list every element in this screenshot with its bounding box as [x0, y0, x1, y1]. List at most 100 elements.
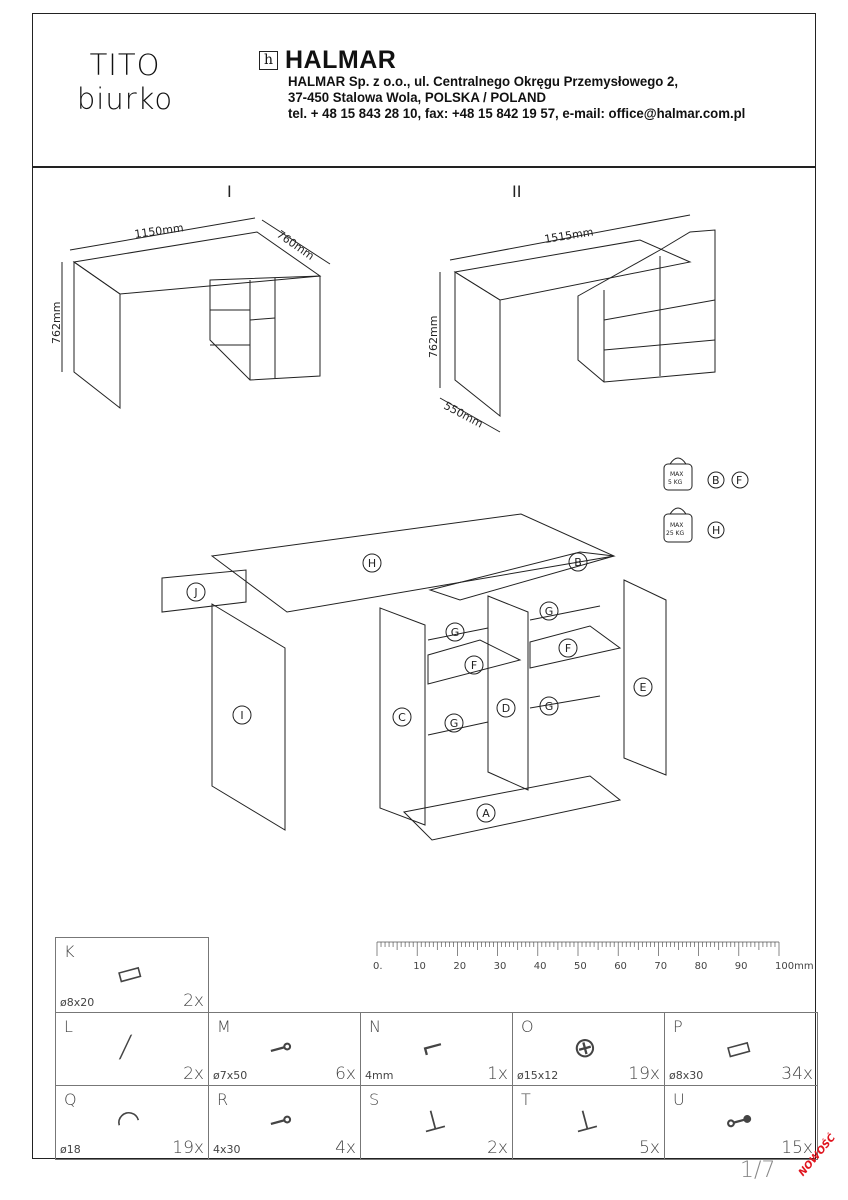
- ruler-label: 100mm: [775, 961, 814, 972]
- part-G-label: G: [545, 700, 554, 713]
- ruler-label: 50: [574, 961, 587, 972]
- hardware-letter: U: [673, 1090, 685, 1109]
- hardware-letter: O: [521, 1017, 534, 1036]
- ruler-label: 0.: [373, 961, 383, 972]
- hardware-quantity: 4x: [335, 1138, 356, 1158]
- svg-text:5 KG: 5 KG: [668, 479, 683, 486]
- exploded-view: [161, 513, 667, 841]
- variant-two-label: II: [512, 182, 521, 201]
- hardware-quantity: 1x: [487, 1064, 508, 1084]
- hardware-letter: N: [369, 1017, 381, 1036]
- hardware-quantity: 6x: [335, 1064, 356, 1084]
- brand-name: HALMAR: [285, 46, 397, 74]
- hardware-item-N: N ⌐ 4mm 1x: [360, 1012, 513, 1086]
- product-name: TITO: [89, 48, 161, 82]
- header-divider: [32, 166, 816, 168]
- ruler-label: 20: [453, 961, 466, 972]
- svg-text:25 KG: 25 KG: [666, 530, 684, 537]
- dimension-width: 1515mm: [543, 225, 594, 246]
- panel-E: [623, 579, 667, 776]
- hardware-item-L: L⟋2x: [55, 1012, 209, 1086]
- hex-key-icon: ⌐: [417, 1028, 449, 1067]
- cam-lock-icon: ⊕: [569, 1028, 601, 1067]
- part-label: B: [712, 474, 720, 487]
- halmar-logo: h HALMAR: [259, 46, 396, 75]
- dowel-icon: ▭: [112, 953, 147, 992]
- hardware-size: ø8x30: [669, 1069, 704, 1082]
- shelf-F: [529, 625, 622, 669]
- part-G-label: G: [450, 717, 459, 730]
- confirmat-screw-icon: ⊸: [265, 1028, 297, 1067]
- hardware-size: ø15x12: [517, 1069, 559, 1082]
- variant-one-label: I: [227, 182, 232, 201]
- hardware-letter: Q: [64, 1090, 77, 1109]
- ruler-label: 80: [695, 961, 708, 972]
- hardware-item-S: S⊥2x: [360, 1085, 513, 1160]
- ruler-label: 40: [534, 961, 547, 972]
- address-line: 37-450 Stalowa Wola, POLSKA / POLAND: [288, 90, 547, 106]
- cap-icon: ◠: [112, 1101, 145, 1140]
- product-type: biurko: [76, 82, 174, 116]
- hardware-letter: K: [64, 942, 75, 961]
- dowel-icon: ▭: [721, 1028, 756, 1067]
- hardware-letter: P: [673, 1017, 683, 1036]
- ruler-label: 90: [735, 961, 748, 972]
- hardware-item-U: U⊶15x: [664, 1085, 818, 1160]
- panel-B: [428, 551, 615, 601]
- hardware-letter: S: [369, 1090, 380, 1109]
- hardware-letter: M: [217, 1017, 231, 1036]
- company-address: HALMAR Sp. z o.o., ul. Centralnego Okręg…: [288, 74, 745, 122]
- hardware-letter: R: [217, 1090, 229, 1109]
- part-D-label: D: [502, 702, 510, 715]
- logo-mark-icon: h: [259, 51, 278, 70]
- desk-variant-two: [439, 214, 716, 433]
- part-label: H: [712, 524, 720, 537]
- part-H-label: H: [368, 557, 376, 570]
- shelf-F: [427, 639, 522, 685]
- weight-25kg-icon: MAX 25 KG: [663, 507, 693, 543]
- dimension-height: 762mm: [50, 302, 63, 344]
- panel-D: [487, 595, 529, 791]
- part-G-label: G: [451, 626, 460, 639]
- weight-5kg-icon: MAX 5 KG: [663, 457, 693, 491]
- desk-variant-one: [61, 217, 331, 410]
- panel-J: [161, 569, 247, 613]
- part-J-label: J: [193, 586, 197, 599]
- page-number: 1/7: [740, 1158, 776, 1183]
- ruler-label: 70: [654, 961, 667, 972]
- hardware-quantity: 2x: [183, 991, 204, 1011]
- hardware-quantity: 5x: [639, 1138, 660, 1158]
- hardware-letter: T: [521, 1090, 531, 1109]
- address-line: HALMAR Sp. z o.o., ul. Centralnego Okręg…: [288, 74, 679, 90]
- hardware-quantity: 34x: [781, 1064, 813, 1084]
- product-title: TITO biurko: [75, 48, 175, 116]
- part-I-label: I: [240, 709, 243, 722]
- ruler-label: 30: [494, 961, 507, 972]
- hardware-item-O: O ⊕ ø15x12 19x: [512, 1012, 665, 1086]
- part-E-label: E: [640, 681, 647, 694]
- hardware-size: 4x30: [213, 1143, 241, 1156]
- dimension-depth: 550mm: [442, 399, 486, 430]
- part-C-label: C: [398, 711, 406, 724]
- hardware-item-K: K ▭ ø8x20 2x: [55, 937, 209, 1013]
- part-A-label: A: [482, 807, 490, 820]
- svg-text:MAX: MAX: [670, 522, 683, 529]
- hardware-item-P: P ▭ ø8x30 34x: [664, 1012, 818, 1086]
- hardware-letter: L: [64, 1017, 73, 1036]
- part-label: F: [736, 474, 742, 487]
- panel-H: [210, 513, 616, 613]
- hardware-size: 4mm: [365, 1069, 394, 1082]
- pin-icon: ⟋: [111, 1029, 140, 1066]
- page-frame: [32, 13, 816, 1159]
- hardware-size: ø18: [60, 1143, 81, 1156]
- hardware-size: ø8x20: [60, 996, 95, 1009]
- glide-icon: ⊥: [569, 1101, 602, 1140]
- cam-bolt-icon: ⊶: [721, 1100, 757, 1141]
- hardware-item-T: T ⊥ 5x: [512, 1085, 665, 1160]
- hardware-quantity: 19x: [628, 1064, 660, 1084]
- part-F-label: F: [565, 642, 571, 655]
